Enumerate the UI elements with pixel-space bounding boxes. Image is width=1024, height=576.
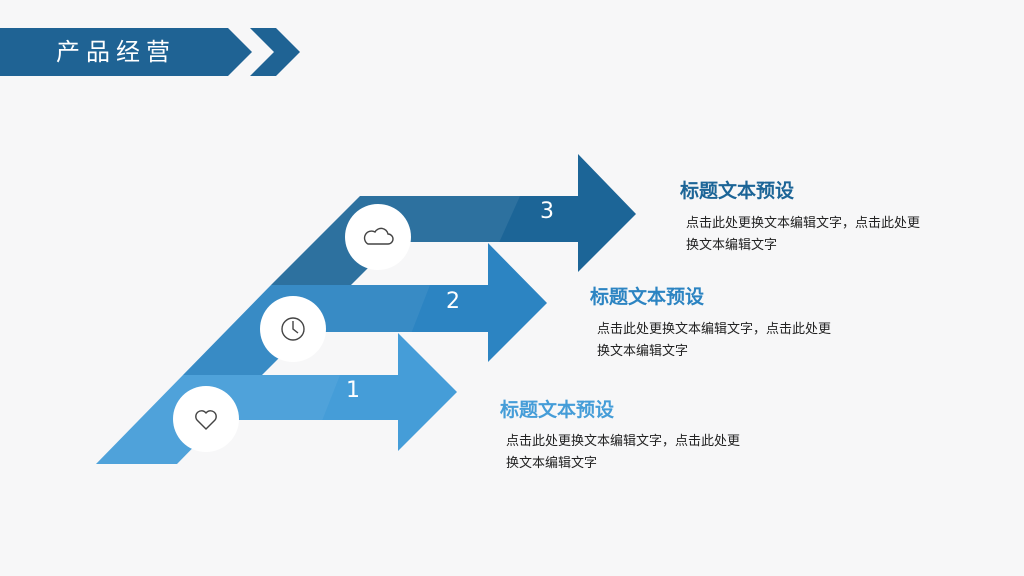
step-3-icon-circle (345, 204, 411, 270)
step-3-arrow (271, 154, 636, 285)
step-1-title: 标题文本预设 (500, 399, 615, 421)
clock-icon (281, 317, 305, 341)
step-1-description: 点击此处更换文本编辑文字，点击此处更换文本编辑文字 (506, 434, 741, 471)
step-3-number: 3 (540, 199, 554, 224)
step-2-description: 点击此处更换文本编辑文字，点击此处更换文本编辑文字 (597, 322, 832, 359)
header-banner (0, 28, 252, 76)
heart-icon (195, 410, 217, 430)
header-chevron (250, 28, 300, 76)
step-3-description: 点击此处更换文本编辑文字，点击此处更换文本编辑文字 (686, 216, 921, 253)
step-2-number: 2 (446, 289, 460, 314)
step-1-number: 1 (346, 378, 360, 403)
step-2-title: 标题文本预设 (590, 286, 705, 308)
cloud-icon (363, 227, 394, 245)
step-1-icon-circle (173, 386, 239, 452)
step-3-title: 标题文本预设 (680, 180, 795, 202)
page-title: 产品经营 (56, 38, 176, 66)
